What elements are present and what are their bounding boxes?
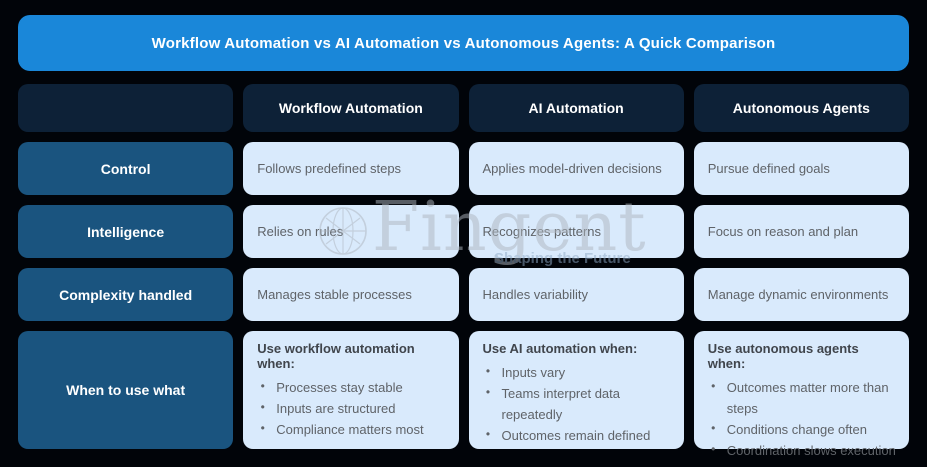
comparison-table: Workflow Automation AI Automation Autono… — [18, 84, 909, 458]
bullet-text: Conditions change often — [726, 422, 867, 438]
bullet-dot: • — [260, 421, 265, 436]
cell-text: Follows predefined steps — [257, 160, 402, 176]
bullet-dot: • — [260, 379, 265, 393]
column-header-label: Workflow Automation — [278, 100, 423, 116]
bullet-list: • Outcomes matter more than steps • Condit… — [708, 377, 899, 461]
row-label-complexity-handled: Complexity handled — [18, 268, 234, 321]
cell-list-heading: Use workflow automation when: — [257, 341, 415, 371]
cell-complexity-workflow: Manages stable processes — [243, 268, 459, 321]
bullet-item: • Outcomes remain defined — [483, 425, 674, 446]
bullet-text: Teams interpret data repeatedly — [501, 386, 621, 423]
cell-text: Focus on reason and plan — [707, 223, 859, 239]
bullet-text: Compliance matters most — [276, 422, 424, 438]
column-header-label: AI Automation — [528, 100, 624, 116]
bullet-text: Coordination slows execution — [726, 443, 896, 459]
bullet-text: Inputs vary — [501, 365, 566, 380]
bullet-text: Outcomes remain defined — [501, 428, 651, 444]
page-title: Workflow Automation vs AI Automation vs … — [151, 34, 776, 52]
cell-text: Relies on rules — [257, 223, 344, 239]
bullet-list: • Processes stay stable • Inputs are struc… — [257, 377, 448, 440]
row-label-text: Complexity handled — [59, 286, 193, 303]
cell-text: Manage dynamic environments — [707, 286, 889, 302]
cell-list-heading: Use autonomous agents when: — [707, 341, 859, 371]
bullet-item: • Compliance matters most — [257, 419, 448, 440]
bullet-text: Processes stay stable — [276, 380, 403, 395]
bullet-item: • Coordination slows execution — [708, 440, 899, 461]
column-header-ai-automation: AI Automation — [468, 84, 684, 132]
bullet-item: • Processes stay stable — [257, 377, 448, 398]
bullet-dot: • — [711, 421, 716, 436]
cell-text: Pursue defined goals — [707, 160, 830, 176]
cell-intelligence-ai: Recognizes patterns — [468, 205, 684, 258]
cell-text: Recognizes patterns — [482, 223, 602, 239]
content-area: Workflow Automation vs AI Automation vs … — [18, 15, 909, 458]
row-label-when-to-use-what: When to use what — [18, 331, 234, 449]
cell-control-agents: Pursue defined goals — [693, 142, 909, 195]
cell-intelligence-workflow: Relies on rules — [243, 205, 459, 258]
cell-complexity-ai: Handles variability — [468, 268, 684, 321]
column-header-autonomous-agents: Autonomous Agents — [693, 84, 909, 132]
bullet-item: • Conditions change often — [708, 419, 899, 440]
row-label-text: When to use what — [66, 382, 186, 398]
row-label-text: Intelligence — [87, 223, 165, 240]
bullet-item: • Outcomes matter more than steps — [708, 377, 899, 419]
bullet-dot: • — [485, 364, 491, 378]
cell-text: Handles variability — [482, 286, 589, 302]
cell-when-agents: Use autonomous agents when: • Outcomes ma… — [693, 331, 909, 458]
row-label-intelligence: Intelligence — [18, 205, 234, 258]
cell-intelligence-agents: Focus on reason and plan — [693, 205, 909, 258]
row-label-text: Control — [100, 160, 151, 177]
bullet-dot: • — [711, 442, 716, 457]
cell-control-ai: Applies model-driven decisions — [468, 142, 684, 195]
cell-control-workflow: Follows predefined steps — [243, 142, 459, 195]
bullet-text: Outcomes matter more than steps — [726, 380, 889, 417]
cell-text: Applies model-driven decisions — [482, 160, 662, 176]
cell-complexity-agents: Manage dynamic environments — [693, 268, 909, 321]
row-label-control: Control — [18, 142, 234, 195]
bullet-dot: • — [485, 427, 491, 442]
cell-when-workflow: Use workflow automation when: • Processes… — [243, 331, 459, 449]
corner-cell — [18, 84, 234, 132]
bullet-item: • Inputs vary — [483, 362, 674, 383]
bullet-dot: • — [711, 379, 716, 393]
bullet-item: • Teams interpret data repeatedly — [483, 383, 674, 425]
bullet-item: • Inputs are structured — [257, 398, 448, 419]
bullet-list: • Inputs vary • Teams interpret data repea… — [483, 362, 674, 446]
column-header-label: Autonomous Agents — [732, 100, 870, 116]
bullet-text: Inputs are structured — [276, 401, 396, 417]
column-header-workflow-automation: Workflow Automation — [243, 84, 459, 132]
bullet-dot: • — [485, 385, 491, 400]
cell-text: Manages stable processes — [257, 286, 412, 302]
title-bar: Workflow Automation vs AI Automation vs … — [18, 15, 909, 71]
bullet-dot: • — [260, 400, 265, 415]
cell-when-ai: Use AI automation when: • Inputs vary • Te… — [468, 331, 684, 449]
cell-list-heading: Use AI automation when: — [482, 341, 638, 356]
